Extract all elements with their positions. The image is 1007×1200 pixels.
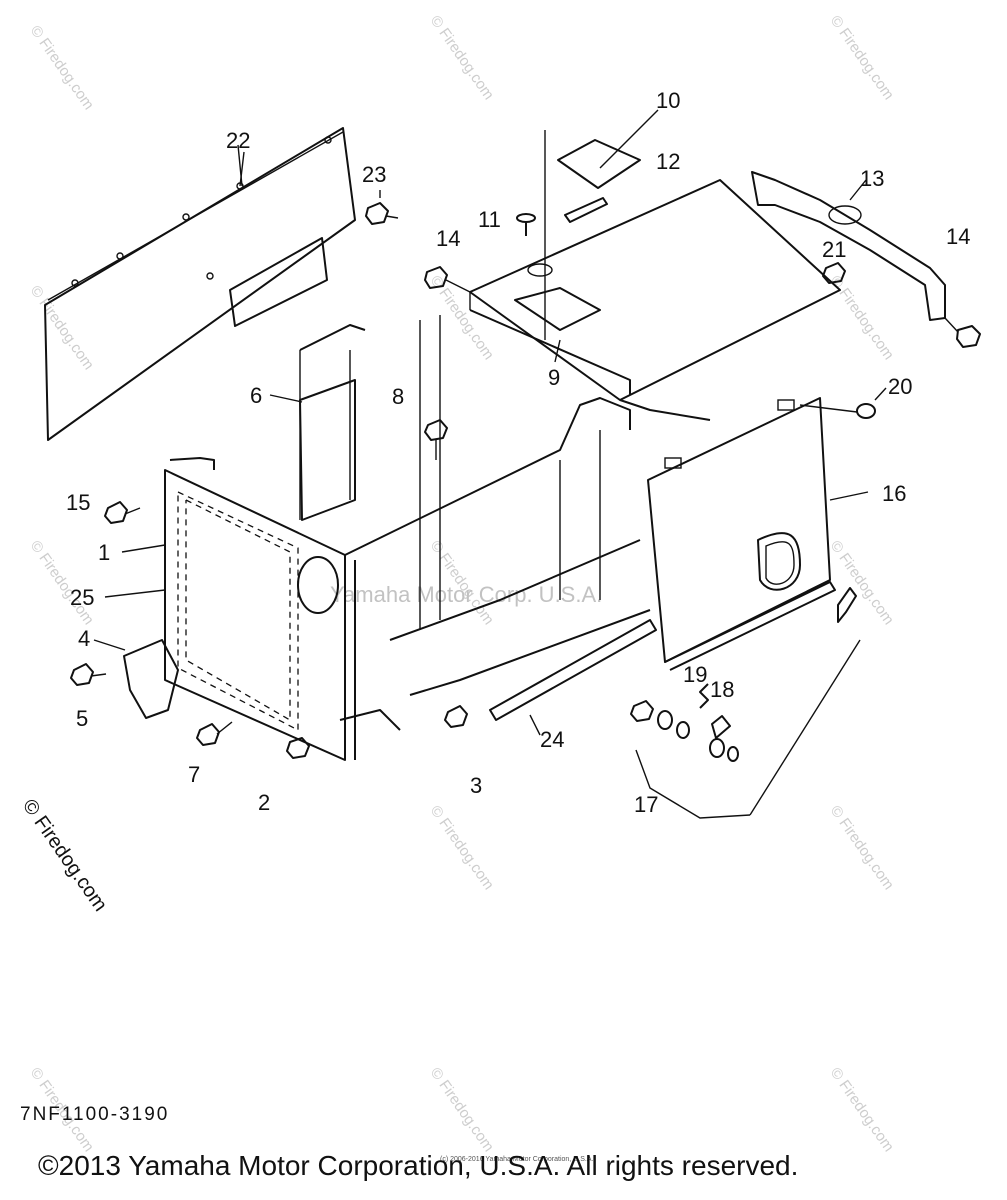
part-label-16: 16	[882, 481, 906, 506]
leader-lines	[93, 151, 887, 736]
top-frame-9	[469, 130, 841, 421]
pin-20	[799, 403, 876, 419]
main-frame	[164, 315, 651, 761]
part-label-24: 24	[540, 727, 564, 752]
part-label-3: 3	[470, 773, 482, 798]
watermark-foot-center: © Firedog.com	[427, 1065, 497, 1156]
part-label-21: 21	[822, 237, 846, 262]
bolt-14-right	[944, 317, 981, 348]
part-label-14-right: 14	[946, 224, 970, 249]
cover-4	[123, 639, 179, 719]
watermark-top-right: © Firedog.com	[827, 13, 897, 104]
watermark-bottom-right: © Firedog.com	[827, 803, 897, 894]
part-label-10: 10	[656, 88, 680, 113]
screw-11	[516, 213, 536, 236]
watermark-mid-right: © Firedog.com	[827, 273, 897, 364]
watermark-low-left: © Firedog.com	[27, 538, 97, 629]
part-label-15: 15	[66, 490, 90, 515]
watermark-mid-left: © Firedog.com	[27, 283, 97, 374]
part-label-8: 8	[392, 384, 404, 409]
plate-10	[557, 109, 659, 189]
hardware-17-18-19	[630, 587, 861, 819]
part-label-17: 17	[634, 792, 658, 817]
handle-13	[751, 171, 946, 321]
copyright-notice: ©2013 Yamaha Motor Corporation, U.S.A. A…	[38, 1150, 799, 1181]
bolt-15	[104, 501, 141, 524]
watermark-bottom-center: © Firedog.com	[427, 803, 497, 894]
part-label-20: 20	[888, 374, 912, 399]
bolt-7	[196, 721, 233, 746]
watermark-layer: © Firedog.com © Firedog.com © Firedog.co…	[27, 13, 897, 1156]
watermark-foot-right: © Firedog.com	[827, 1065, 897, 1156]
bolt-23	[365, 190, 399, 225]
side-door-16	[647, 397, 836, 671]
part-label-12: 12	[656, 149, 680, 174]
part-label-13: 13	[860, 166, 884, 191]
bolt-21	[822, 262, 846, 284]
bolt-3	[444, 705, 468, 728]
part-label-25: 25	[70, 585, 94, 610]
part-label-2: 2	[258, 790, 270, 815]
part-label-23: 23	[362, 162, 386, 187]
part-label-14-left: 14	[436, 226, 460, 251]
bracket-6	[299, 379, 356, 521]
bolt-5	[70, 663, 107, 686]
part-label-6: 6	[250, 383, 262, 408]
part-label-19: 19	[683, 662, 707, 687]
watermark-left-large: © Firedog.com	[18, 795, 111, 915]
part-label-18: 18	[710, 677, 734, 702]
bolt-8	[424, 419, 448, 460]
part-label-4: 4	[78, 626, 90, 651]
nut-2	[286, 737, 310, 759]
part-label-22: 22	[226, 128, 250, 153]
small-credit: (c) 2006-2016 Yamaha Motor Corporation, …	[440, 1156, 594, 1163]
bolt-14-left	[424, 266, 471, 293]
rear-panel-22	[44, 127, 356, 441]
part-label-5: 5	[76, 706, 88, 731]
part-labels: 1 2 3 4 5 6 7 8 9 10 11 12 13 14 14 15 1…	[66, 88, 970, 817]
diagram-part-code: 7NF1100-3190	[20, 1104, 170, 1125]
watermark-top-left: © Firedog.com	[27, 23, 97, 114]
part-label-11: 11	[478, 207, 501, 232]
watermark-top-center: © Firedog.com	[427, 13, 497, 104]
strip-24	[489, 619, 657, 721]
part-label-1: 1	[98, 540, 110, 565]
part-label-9: 9	[548, 365, 560, 390]
bracket-12	[564, 197, 608, 223]
part-label-7: 7	[188, 762, 200, 787]
watermark-center-text: Yamaha Motor Corp. U.S.A.	[330, 582, 602, 607]
